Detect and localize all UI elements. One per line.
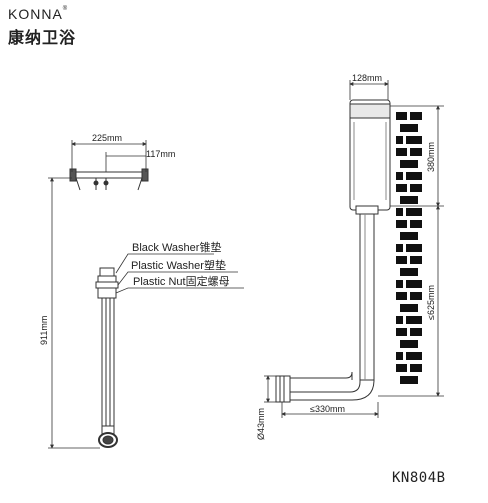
dim-43 (264, 375, 276, 403)
brick (410, 256, 422, 264)
brick (396, 328, 407, 336)
brick (410, 364, 422, 372)
brand-name-en: KONNA (8, 6, 63, 22)
brick (400, 268, 418, 276)
label-plastic-washer: Plastic Washer塑垫 (131, 258, 226, 272)
brick (400, 376, 418, 384)
brick (406, 352, 422, 360)
brick (400, 232, 418, 240)
brick (400, 160, 418, 168)
callout-leaders (115, 253, 244, 294)
dim-911-label: 911mm (39, 316, 49, 345)
brick (410, 148, 422, 156)
brick (410, 184, 422, 192)
brick (396, 184, 407, 192)
dim-625 (378, 205, 444, 397)
brick (396, 280, 403, 288)
model-number: KN804B (392, 470, 446, 486)
dim-225-label: 225mm (92, 133, 122, 143)
dim-330 (281, 402, 379, 418)
dim-330-label: ≤330mm (310, 404, 345, 414)
brick (396, 256, 407, 264)
dim-128 (349, 80, 389, 100)
brick (410, 220, 422, 228)
brick (406, 316, 422, 324)
brick (410, 328, 422, 336)
dim-128-label: 128mm (352, 73, 382, 83)
brick (400, 124, 418, 132)
brick (396, 364, 407, 372)
brick (400, 340, 418, 348)
brick (396, 220, 407, 228)
brick (396, 148, 407, 156)
dim-380-label: 380mm (426, 142, 436, 172)
wall-bricks (396, 112, 422, 384)
dim-43-label: Ø43mm (256, 408, 266, 440)
brand-name-cn: 康纳卫浴 (8, 28, 77, 47)
brick (400, 304, 418, 312)
brick (406, 172, 422, 180)
brick (400, 196, 418, 204)
wall-bracket (69, 168, 149, 191)
dim-117 (105, 152, 146, 172)
brick (406, 208, 422, 216)
cistern-tank (349, 99, 391, 215)
brick (396, 244, 403, 252)
brick (406, 136, 422, 144)
label-black-washer: Black Washer锥垫 (132, 240, 221, 254)
brick (396, 316, 403, 324)
flush-pipe-vertical (275, 213, 375, 403)
flush-pipe-front (95, 267, 119, 448)
dim-911 (48, 177, 100, 449)
brick (396, 136, 403, 144)
brick (406, 244, 422, 252)
registered-mark: ® (62, 6, 69, 12)
dim-117-label: 117mm (146, 149, 175, 159)
brand-logo: KONNA® 康纳卫浴 (8, 6, 76, 48)
brick (396, 292, 407, 300)
dim-380 (390, 105, 444, 207)
brick (410, 112, 422, 120)
dim-625-label: ≤625mm (426, 285, 436, 320)
brick (396, 352, 403, 360)
brick (396, 172, 403, 180)
brick (406, 280, 422, 288)
brick (396, 208, 403, 216)
brick (410, 292, 422, 300)
label-plastic-nut: Plastic Nut固定螺母 (133, 274, 230, 288)
brick (396, 112, 407, 120)
